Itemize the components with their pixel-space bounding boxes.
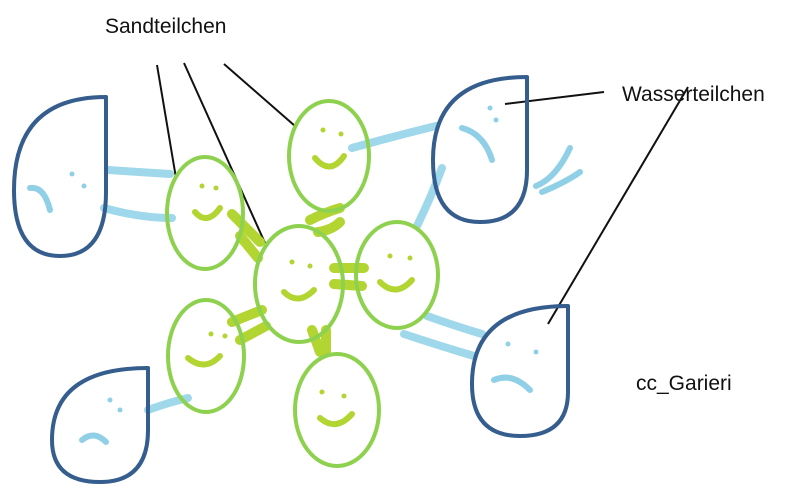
sand-particle	[166, 298, 246, 414]
pointer-water-1	[504, 91, 605, 105]
pointer-water-2	[547, 86, 689, 325]
mouth	[312, 153, 347, 170]
bond	[423, 312, 486, 338]
mouth	[79, 432, 109, 445]
bond	[100, 204, 176, 222]
eye	[341, 393, 347, 399]
sand-particle	[287, 99, 371, 213]
eye	[320, 127, 326, 133]
sand-outline	[166, 298, 246, 414]
pointer-lines	[156, 62, 689, 325]
mouth	[377, 277, 415, 293]
sand-outline	[354, 220, 440, 330]
mouth	[491, 374, 533, 393]
eye	[319, 389, 325, 395]
bond	[413, 164, 446, 230]
water-outline	[470, 304, 570, 438]
mouth	[459, 125, 495, 163]
eye	[533, 349, 539, 355]
bond	[313, 217, 345, 237]
label-credit: cc_Garieri	[636, 372, 732, 395]
pointer-sand-3	[223, 63, 296, 127]
eye	[493, 117, 499, 123]
bond	[235, 321, 271, 345]
bond	[400, 330, 478, 360]
mouth	[192, 205, 223, 221]
eye	[289, 259, 295, 265]
eye	[222, 333, 228, 339]
water-particle	[12, 95, 108, 258]
sand-particle	[165, 155, 245, 271]
sand-outline	[253, 224, 345, 344]
eye	[505, 341, 511, 347]
eye	[387, 253, 393, 259]
eye	[81, 183, 87, 189]
label-sandteilchen: Sandteilchen	[105, 15, 226, 38]
water-scribble	[533, 145, 583, 195]
pointer-sand-2	[183, 62, 266, 244]
eye	[69, 171, 75, 177]
label-wasserteilchen: Wasserteilchen	[622, 83, 765, 106]
eye	[208, 331, 214, 337]
water-outline	[431, 75, 529, 224]
bond	[348, 122, 440, 152]
water-particle	[470, 304, 570, 438]
mouth	[27, 184, 53, 213]
bond	[227, 209, 265, 247]
water-outline	[50, 366, 150, 484]
bond	[235, 231, 263, 263]
water-particle	[431, 75, 529, 224]
eye	[199, 183, 205, 189]
bond	[307, 325, 325, 357]
eye	[338, 131, 344, 137]
sand-particle	[253, 224, 345, 344]
water-outline	[12, 95, 108, 258]
pointer-sand-1	[156, 64, 177, 179]
bond	[104, 166, 174, 178]
water-particle	[50, 366, 150, 484]
eye	[307, 263, 313, 269]
mouth	[185, 353, 223, 368]
eye	[107, 397, 113, 403]
mouth	[281, 287, 317, 302]
eye	[487, 105, 493, 111]
sand-outline	[165, 155, 245, 271]
water-sand-bonds	[100, 122, 486, 414]
sand-outline	[287, 99, 371, 213]
eye	[407, 255, 413, 261]
eye	[117, 407, 123, 413]
sand-particle	[354, 220, 440, 330]
sand-particle	[293, 352, 381, 468]
bond	[144, 394, 192, 414]
sand-outline	[293, 352, 381, 468]
mouth	[317, 411, 355, 427]
eye	[213, 185, 219, 191]
